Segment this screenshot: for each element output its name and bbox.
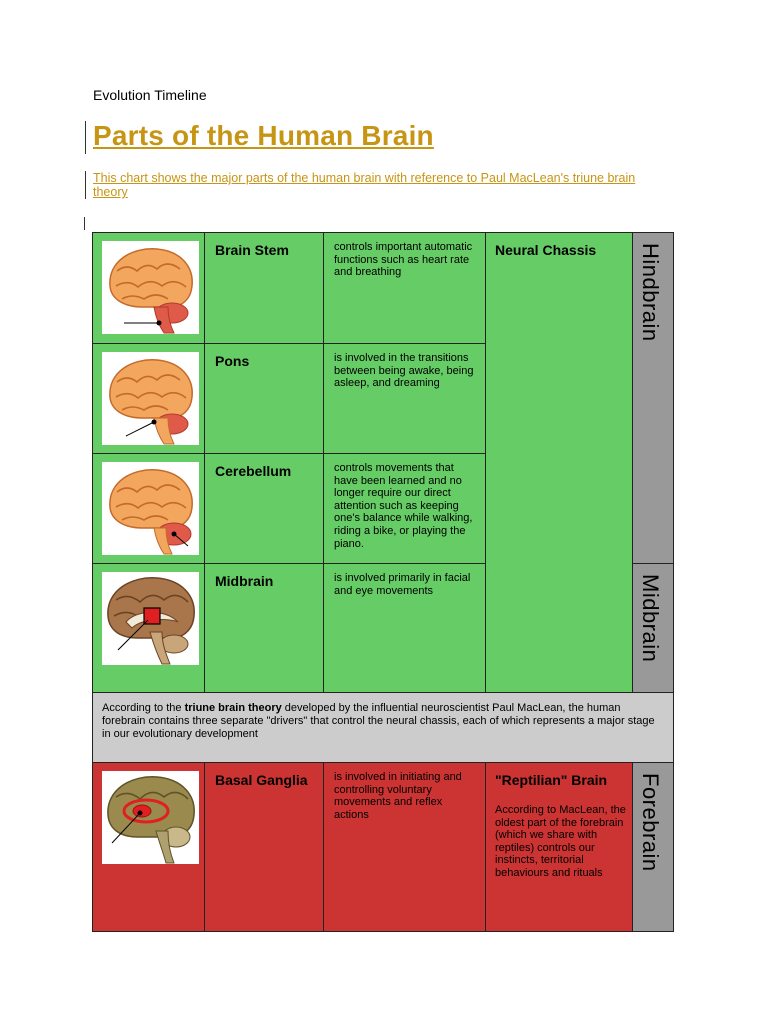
neural-chassis-label: Neural Chassis: [495, 242, 597, 258]
image-cell: [92, 343, 205, 454]
part-description: controls important automatic functions s…: [334, 241, 473, 279]
row-desc-cell: is involved in the transitions between b…: [323, 343, 486, 454]
image-cell: [92, 762, 205, 932]
row-name-cell: Midbrain: [204, 563, 324, 693]
hindbrain-region-cell: Hindbrain: [632, 232, 674, 564]
hindbrain-label: Hindbrain: [638, 243, 663, 342]
part-description: is involved primarily in facial and eye …: [334, 572, 471, 597]
page-subtitle[interactable]: This chart shows the major parts of the …: [93, 171, 636, 199]
image-cell: [92, 453, 205, 564]
neural-chassis-cell: Neural Chassis: [485, 232, 633, 693]
row-desc-cell: is involved in initiating and controllin…: [323, 762, 486, 932]
forebrain-label: Forebrain: [638, 773, 663, 872]
header-label: Evolution Timeline: [93, 87, 207, 103]
triune-note: According to the triune brain theory dev…: [102, 702, 662, 741]
reptilian-brain-cell: "Reptilian" Brain According to MacLean, …: [485, 762, 633, 932]
image-cell: [92, 563, 205, 693]
part-name: Pons: [215, 353, 250, 369]
part-description: controls movements that have been learne…: [334, 462, 473, 550]
midbrain-label: Midbrain: [638, 574, 663, 663]
reptilian-brain-title: "Reptilian" Brain: [495, 772, 608, 788]
part-name: Basal Ganglia: [215, 772, 308, 788]
page-title[interactable]: Parts of the Human Brain: [93, 120, 434, 151]
part-description: is involved in the transitions between b…: [334, 352, 474, 390]
note-bold-term: triune brain theory: [184, 702, 282, 714]
part-name: Brain Stem: [215, 242, 289, 258]
row-name-cell: Cerebellum: [204, 453, 324, 564]
brain-stem-illustration: [102, 241, 199, 334]
cursor-bar: [85, 171, 86, 199]
basal-ganglia-illustration: [102, 771, 199, 864]
part-name: Cerebellum: [215, 463, 292, 479]
note-prefix: According to the: [102, 702, 185, 714]
midbrain-illustration: [102, 572, 199, 665]
pons-illustration: [102, 352, 199, 445]
forebrain-region-cell: Forebrain: [632, 762, 674, 932]
triune-note-cell: According to the triune brain theory dev…: [92, 692, 674, 763]
cerebellum-illustration: [102, 462, 199, 555]
row-name-cell: Brain Stem: [204, 232, 324, 344]
part-name: Midbrain: [215, 573, 274, 589]
note-suffix: developed by the influential neuroscient…: [102, 702, 655, 740]
row-desc-cell: controls movements that have been learne…: [323, 453, 486, 564]
midbrain-region-cell: Midbrain: [632, 563, 674, 693]
image-cell: [92, 232, 205, 344]
row-name-cell: Pons: [204, 343, 324, 454]
row-desc-cell: is involved primarily in facial and eye …: [323, 563, 486, 693]
cursor-bar: [84, 217, 85, 230]
row-name-cell: Basal Ganglia: [204, 762, 324, 932]
part-description: is involved in initiating and controllin…: [334, 771, 462, 821]
cursor-bar: [85, 121, 86, 154]
reptilian-brain-description: According to MacLean, the oldest part of…: [495, 804, 626, 879]
row-desc-cell: controls important automatic functions s…: [323, 232, 486, 344]
